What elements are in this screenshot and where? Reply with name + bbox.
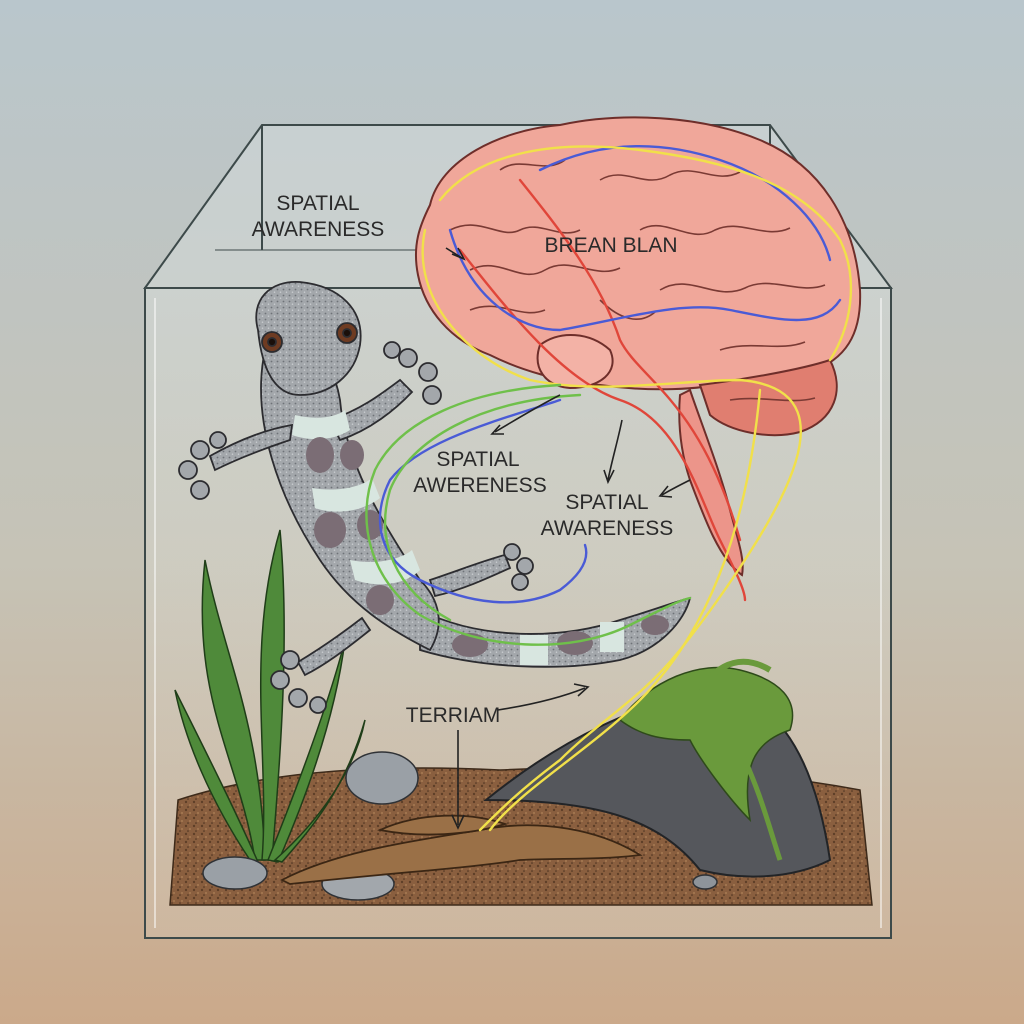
annotation-arrows [445,247,691,830]
label-brain: BREAN BLAN [544,234,677,257]
pathway-yellow [421,228,803,832]
driftwood [280,814,643,885]
neural-pathways [365,144,853,832]
pathway-red [518,178,742,542]
label-top-left-line2: AWARENESS [252,218,385,241]
label-middle-right-line1: SPATIAL [565,491,648,514]
aquatic-plant [174,529,366,864]
label-top-left-line1: SPATIAL [276,192,359,215]
label-middle-right-line2: AWARENESS [541,517,674,540]
pathway-blue [538,144,832,262]
gecko [178,281,692,714]
label-middle-left-line2: AWERENESS [413,474,546,497]
label-terrain: TERRIAM [406,704,501,727]
mossy-rock [483,658,832,878]
brain [414,116,862,577]
pathway-green [384,393,582,622]
pathway-green [365,383,692,646]
label-middle-left-line1: SPATIAL [436,448,519,471]
pathway-yellow [438,145,853,362]
pathway-blue [448,228,842,332]
pathway-yellow [488,388,762,832]
pathway-blue [378,398,588,604]
